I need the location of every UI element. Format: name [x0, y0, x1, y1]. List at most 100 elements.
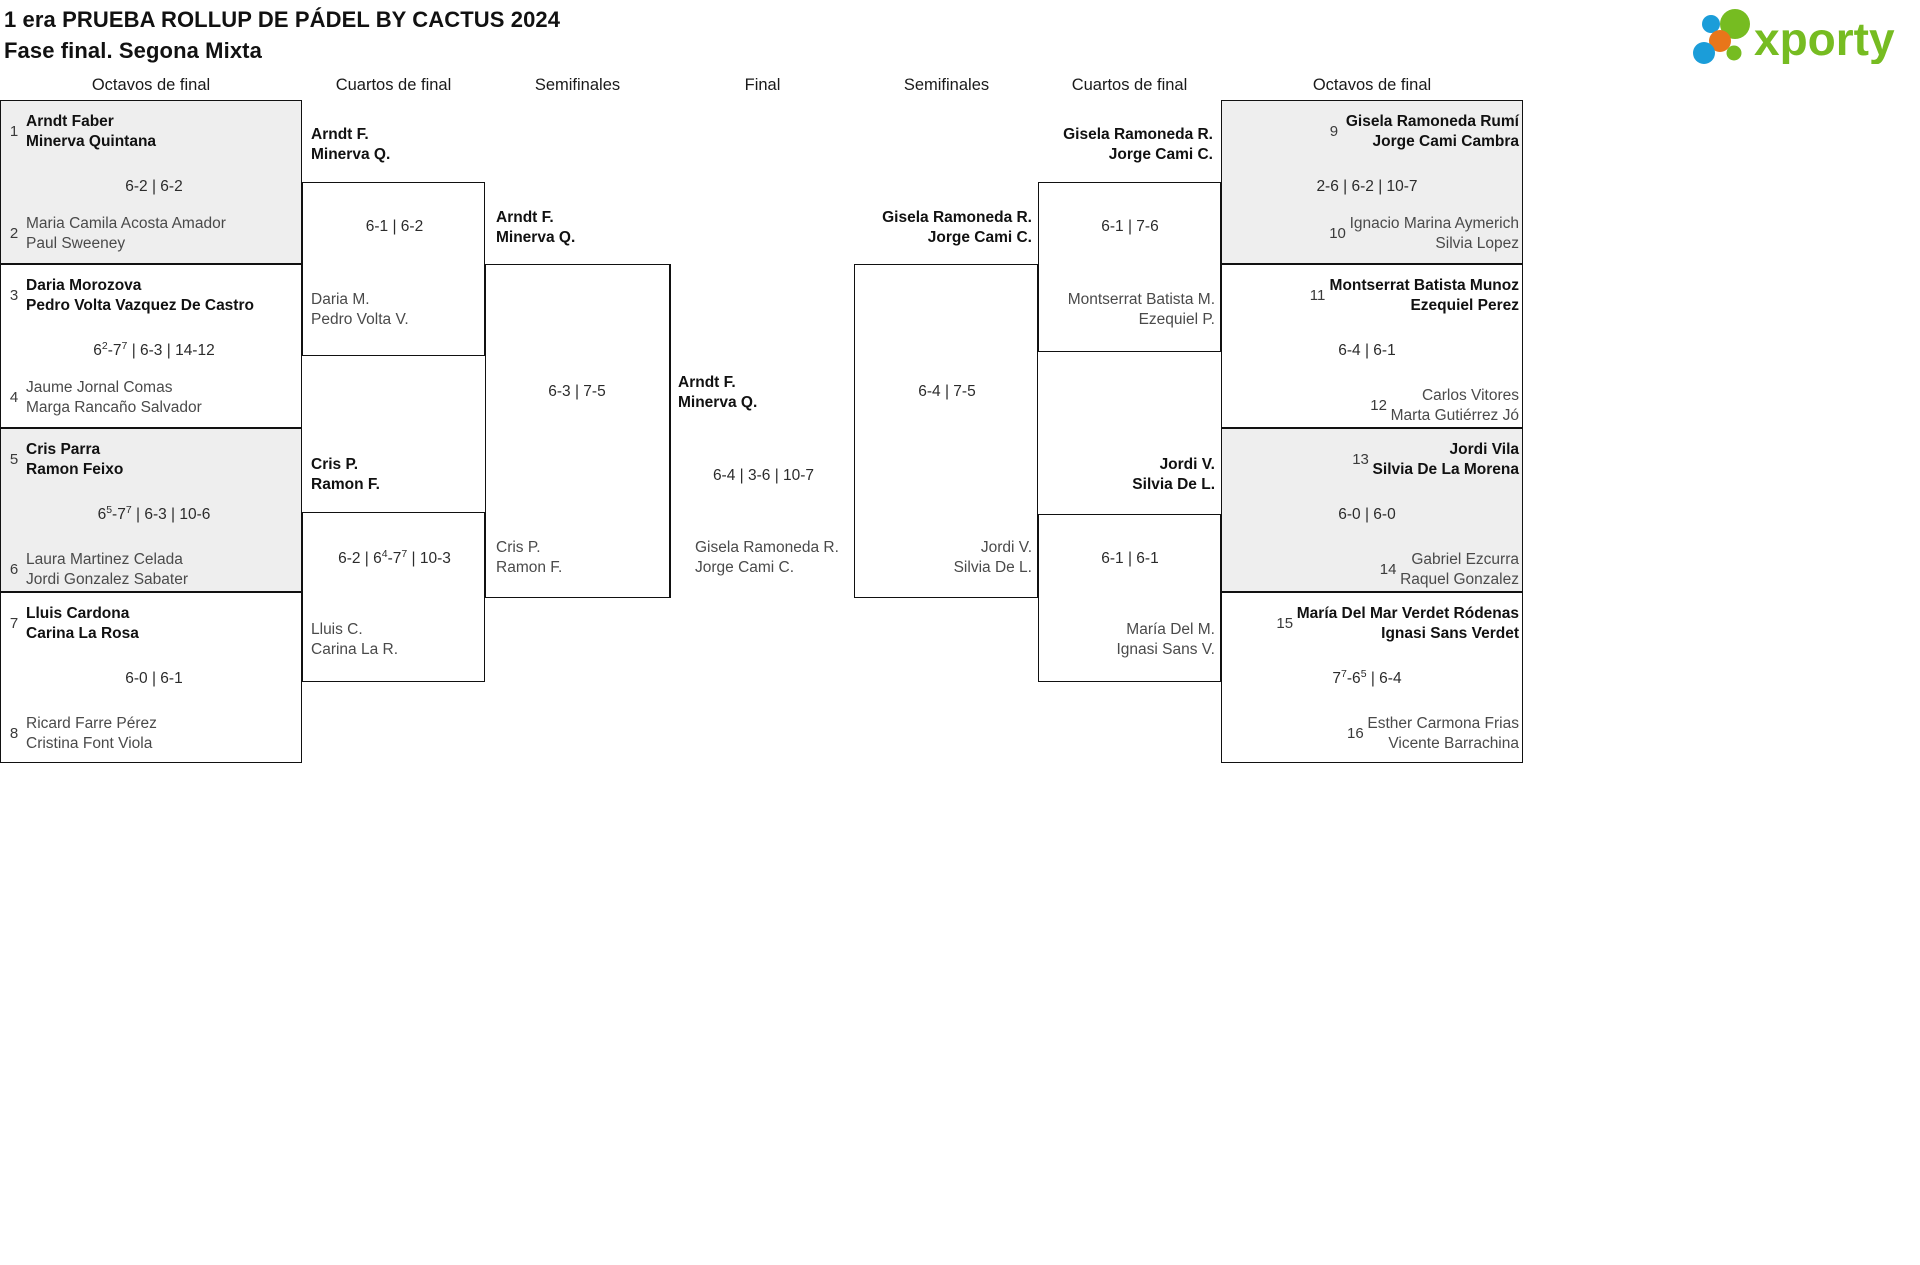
- player-name: Esther Carmona Frias: [1367, 715, 1519, 732]
- seed-number: 6: [9, 561, 19, 578]
- match-box-rqf2[interactable]: [1038, 514, 1221, 682]
- match-score-r3: 6-0 | 6-0: [1338, 506, 1396, 523]
- seed-number: 10: [1329, 225, 1346, 242]
- xporty-logo: xporty: [1682, 8, 1912, 64]
- match-box-lsf[interactable]: [485, 264, 670, 598]
- match-box-lqf2[interactable]: [302, 512, 485, 682]
- round-header-r16-left: Octavos de final: [91, 76, 211, 94]
- match-box-r3[interactable]: [1221, 428, 1523, 592]
- player-name: Vicente Barrachina: [1388, 734, 1519, 752]
- player-name: Daria M.: [311, 291, 370, 308]
- xporty-logo-svg: xporty: [1693, 9, 1895, 64]
- advancer-rqf2-top[interactable]: Jordi V. Silvia De L.: [1043, 455, 1215, 494]
- player-name: Jordi Gonzalez Sabater: [26, 570, 188, 588]
- player-name: Jordi V.: [1159, 456, 1215, 473]
- match-box-l3[interactable]: [0, 428, 302, 592]
- match-box-l1[interactable]: [0, 100, 302, 264]
- player-name: Ignasi Sans Verdet: [1381, 624, 1519, 642]
- player-name: Maria Camila Acosta Amador: [26, 215, 226, 232]
- advancer-rqf1-bottom[interactable]: Montserrat Batista M. Ezequiel P.: [1043, 290, 1215, 329]
- advancer-rqf2-bottom[interactable]: María Del M. Ignasi Sans V.: [1043, 620, 1215, 659]
- seed-number: 5: [9, 451, 19, 468]
- page-title: 1 era PRUEBA ROLLUP DE PÁDEL BY CACTUS 2…: [4, 4, 560, 66]
- round-header-sf-right: Semifinales: [903, 76, 990, 94]
- advancer-rqf1-top[interactable]: Gisela Ramoneda R. Jorge Cami C.: [1043, 125, 1213, 164]
- player-name: Minerva Q.: [678, 393, 758, 411]
- seed-number: 4: [9, 389, 19, 406]
- logo-dot-blue-bottom: [1693, 42, 1715, 64]
- match-box-l4[interactable]: [0, 592, 302, 763]
- match-score-rsf: 6-4 | 7-5: [918, 383, 976, 400]
- match-score-lsf: 6-3 | 7-5: [548, 383, 606, 400]
- logo-dot-green-large: [1720, 9, 1750, 39]
- player-name: Cris P.: [496, 539, 541, 556]
- match-box-lqf1[interactable]: [302, 182, 485, 356]
- player-name: Silvia De La Morena: [1372, 460, 1519, 478]
- player-name: Jaume Jornal Comas: [26, 379, 173, 396]
- player-name: Silvia Lopez: [1435, 234, 1519, 252]
- player-name: Raquel Gonzalez: [1400, 570, 1519, 588]
- advancer-lqf1-bottom[interactable]: Daria M. Pedro Volta V.: [311, 290, 409, 329]
- round-header-sf-left: Semifinales: [534, 76, 621, 94]
- match-box-r4[interactable]: [1221, 592, 1523, 763]
- logo-dot-orange: [1709, 30, 1731, 52]
- seed-number: 14: [1379, 561, 1397, 578]
- player-name: Ezequiel Perez: [1410, 296, 1519, 314]
- logo-wordmark: xporty: [1754, 13, 1895, 64]
- advancer-final-winner[interactable]: Arndt F. Minerva Q.: [678, 373, 757, 412]
- match-box-r1[interactable]: [1221, 100, 1523, 264]
- match-box-rsf[interactable]: [854, 264, 1038, 598]
- advancer-lqf2-top[interactable]: Cris P. Ramon F.: [311, 455, 380, 494]
- player-name: María Del Mar Verdet Ródenas: [1296, 605, 1519, 622]
- advancer-lsf-top[interactable]: Arndt F. Minerva Q.: [496, 208, 575, 247]
- player-name: Cris Parra: [26, 441, 101, 458]
- match-box-r2[interactable]: [1221, 264, 1523, 428]
- advancer-lsf-bottom[interactable]: Cris P. Ramon F.: [496, 538, 562, 577]
- player-name: Ramon F.: [496, 558, 563, 576]
- player-name: Minerva Quintana: [26, 132, 157, 150]
- player-name: Carina La Rosa: [26, 624, 139, 642]
- seed-number: 13: [1352, 451, 1369, 468]
- player-name: Carina La R.: [311, 640, 399, 658]
- player-name: Gisela Ramoneda Rumí: [1345, 113, 1519, 130]
- advancer-lqf1-top[interactable]: Arndt F. Minerva Q.: [311, 125, 390, 164]
- seed-number: 3: [9, 287, 19, 304]
- logo-dot-green-small: [1726, 45, 1742, 61]
- match-box-rqf1[interactable]: [1038, 182, 1221, 352]
- player-name: Laura Martinez Celada: [26, 551, 183, 568]
- player-name: Daria Morozova: [26, 277, 142, 294]
- match-score-l3: 65-77 | 6-3 | 10-6: [97, 503, 211, 523]
- seed-number: 8: [9, 725, 19, 742]
- advancer-lqf2-bottom[interactable]: Lluis C. Carina La R.: [311, 620, 398, 659]
- match-score-lqf2: 6-2 | 64-77 | 10-3: [338, 547, 451, 567]
- player-name: Jorge Cami C.: [695, 558, 795, 576]
- match-score-l4: 6-0 | 6-1: [125, 670, 183, 687]
- match-box-l2[interactable]: [0, 264, 302, 428]
- advancer-final-runnerup[interactable]: Gisela Ramoneda R. Jorge Cami C.: [695, 538, 839, 577]
- match-score-rqf2: 6-1 | 6-1: [1101, 550, 1159, 567]
- advancer-rsf-top[interactable]: Gisela Ramoneda R. Jorge Cami C.: [862, 208, 1032, 247]
- round-header-qf-right: Cuartos de final: [1071, 76, 1188, 94]
- player-name: Cristina Font Viola: [26, 734, 153, 752]
- player-name: Paul Sweeney: [26, 234, 126, 252]
- player-name: Ignasi Sans V.: [1116, 640, 1215, 658]
- player-name: Jorge Cami Cambra: [1372, 132, 1519, 150]
- advancer-rsf-bottom[interactable]: Jordi V. Silvia De L.: [862, 538, 1032, 577]
